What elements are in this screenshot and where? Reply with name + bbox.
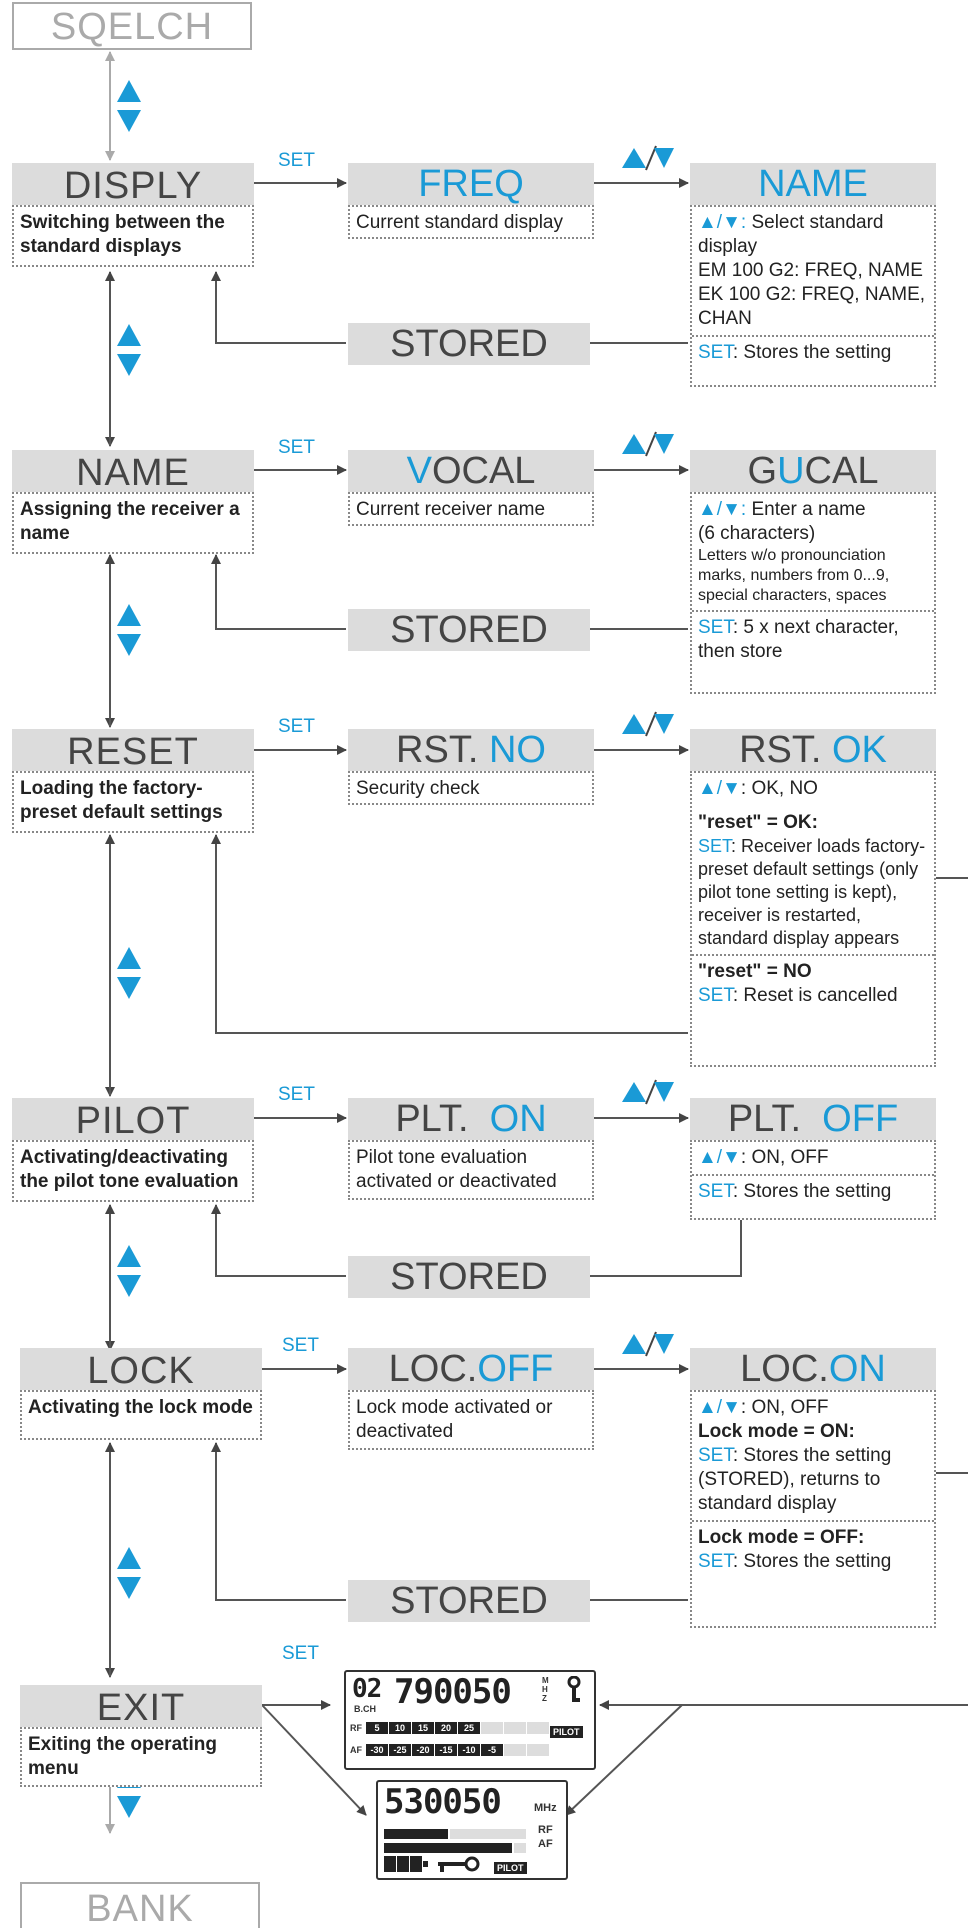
menu-item-bank: BANK	[20, 1882, 260, 1928]
set-label: SET	[282, 1643, 319, 1664]
menu-item-description: Exiting the operating menu	[20, 1727, 262, 1787]
current-value-display: FREQ	[348, 163, 594, 205]
af-label: AF	[538, 1838, 553, 1850]
stored-confirmation: STORED	[348, 609, 590, 651]
stored-confirmation: STORED	[348, 1580, 590, 1622]
current-value-note: Current receiver name	[348, 492, 594, 526]
lcd-display-ek: 530050 MHz RF AF PILOT	[376, 1780, 568, 1880]
af-meter	[384, 1840, 528, 1858]
set-label: SET	[282, 1335, 319, 1356]
current-value-note: Lock mode activated or deactivated	[348, 1390, 594, 1450]
menu-item-description: Activating/deactivating the pilot tone e…	[12, 1140, 254, 1202]
up-down-keys-label: ▲/▼:	[698, 212, 747, 233]
menu-item-label: NAME	[76, 452, 190, 494]
up-down-slash-icon	[620, 144, 676, 172]
menu-item-label: SQELCH	[50, 6, 214, 48]
current-value-display: VOCAL	[348, 450, 594, 492]
menu-item-label: RESET	[67, 731, 199, 773]
menu-item-label: PILOT	[75, 1100, 191, 1142]
set-label: SET	[278, 1084, 315, 1105]
menu-item-pilot: PILOT	[12, 1098, 254, 1140]
menu-item-description: Assigning the receiver a name	[12, 492, 254, 554]
option-info-box: ▲/▼: Select standard display EM 100 G2: …	[690, 205, 936, 387]
up-down-triangles-icon	[116, 945, 142, 1001]
menu-item-label: DISPLY	[63, 165, 203, 207]
frequency-digits: 790050	[394, 1672, 512, 1712]
frequency-digits: 530050	[384, 1782, 502, 1822]
menu-item-lock: LOCK	[20, 1348, 262, 1390]
bank-channel-label: B.CH	[354, 1704, 376, 1714]
next-value-display: PLT. OFF	[690, 1098, 936, 1140]
current-value-note: Security check	[348, 771, 594, 805]
next-value-display: GUCAL	[690, 450, 936, 492]
channel-digits: 02	[352, 1674, 382, 1704]
up-down-triangles-icon	[116, 602, 142, 658]
mhz-unit-label: MHz	[534, 1802, 557, 1814]
stored-confirmation: STORED	[348, 323, 590, 365]
up-down-slash-icon	[620, 710, 676, 738]
current-value-display: RST. NO	[348, 729, 594, 771]
next-value-display: LOC.ON	[690, 1348, 936, 1390]
menu-item-sqelch: SQELCH	[12, 2, 252, 50]
current-value-note: Pilot tone evaluation activated or deact…	[348, 1140, 594, 1200]
menu-item-label: LOCK	[87, 1350, 195, 1392]
up-down-triangles-icon	[116, 322, 142, 378]
up-down-triangles-icon	[116, 78, 142, 134]
set-label: SET	[278, 437, 315, 458]
menu-item-label: BANK	[86, 1888, 194, 1930]
option-info-box: ▲/▼: ON, OFF Lock mode = ON: SET: Stores…	[690, 1390, 936, 1628]
pilot-badge: PILOT	[550, 1722, 583, 1740]
mhz-unit-label: MHZ	[542, 1676, 549, 1703]
up-down-slash-icon	[620, 430, 676, 458]
up-down-triangles-icon	[116, 1243, 142, 1299]
up-down-triangles-icon	[116, 1545, 142, 1601]
stored-confirmation: STORED	[348, 1256, 590, 1298]
option-info-box: ▲/▼: ON, OFF SET: Stores the setting	[690, 1140, 936, 1220]
menu-item-label: EXIT	[96, 1687, 186, 1729]
battery-icon	[384, 1856, 428, 1877]
set-label: SET	[278, 150, 315, 171]
menu-item-display: DISPLY	[12, 163, 254, 205]
current-value-note: Current standard display	[348, 205, 594, 239]
menu-item-reset: RESET	[12, 729, 254, 771]
menu-item-name: NAME	[12, 450, 254, 492]
rf-label: RF	[538, 1824, 553, 1836]
menu-item-exit: EXIT	[20, 1685, 262, 1727]
next-value-display: RST. OK	[690, 729, 936, 771]
menu-item-description: Switching between the standard displays	[12, 205, 254, 267]
option-info-box: ▲/▼: OK, NO "reset" = OK: SET: Receiver …	[690, 771, 936, 1067]
up-down-slash-icon	[620, 1078, 676, 1106]
option-info-box: ▲/▼: Enter a name (6 characters) Letters…	[690, 492, 936, 694]
menu-item-description: Loading the factory-preset default setti…	[12, 771, 254, 833]
key-icon	[438, 1856, 480, 1877]
next-value-display: NAME	[690, 163, 936, 205]
menu-item-description: Activating the lock mode	[20, 1390, 262, 1440]
set-label: SET	[278, 716, 315, 737]
rf-meter	[384, 1826, 528, 1844]
current-value-display: LOC.OFF	[348, 1348, 594, 1390]
up-down-slash-icon	[620, 1330, 676, 1358]
antenna-icon	[566, 1675, 582, 1709]
pilot-badge: PILOT	[494, 1858, 527, 1876]
current-value-display: PLT. ON	[348, 1098, 594, 1140]
